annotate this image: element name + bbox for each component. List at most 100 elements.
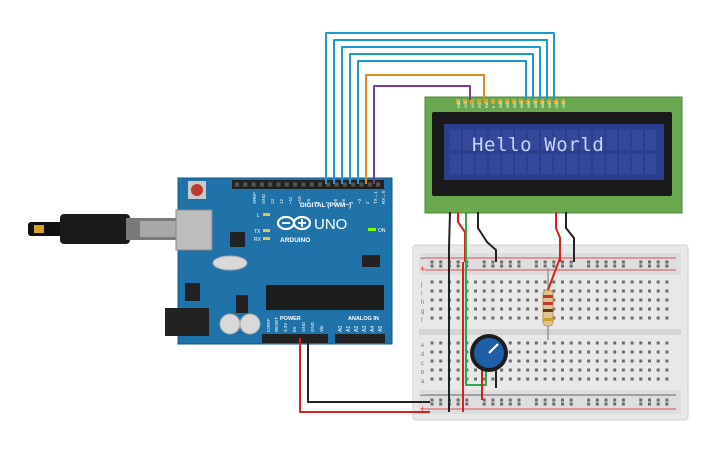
breadboard-hole bbox=[648, 377, 651, 381]
wire-red bbox=[555, 212, 561, 262]
header-hole bbox=[276, 182, 281, 187]
breadboard-hole bbox=[665, 307, 669, 311]
breadboard-hole bbox=[569, 289, 573, 293]
breadboard-hole bbox=[526, 316, 530, 320]
potentiometer[interactable] bbox=[470, 334, 508, 372]
lcd-cell bbox=[476, 154, 487, 174]
breadboard-hole bbox=[604, 350, 608, 354]
breadboard-hole bbox=[665, 316, 669, 320]
breadboard-hole bbox=[648, 316, 651, 320]
rail-hole bbox=[604, 264, 608, 268]
lcd-pin bbox=[512, 99, 516, 104]
digital-pin-label: ~3 bbox=[357, 198, 362, 204]
row-letter-b: b bbox=[421, 370, 425, 376]
lcd-cell bbox=[515, 130, 526, 150]
reset-button[interactable] bbox=[188, 181, 206, 199]
atmega-chip bbox=[266, 285, 384, 310]
power-pin-label: RESET bbox=[274, 317, 279, 332]
breadboard-hole bbox=[569, 359, 573, 363]
breadboard-hole bbox=[587, 316, 591, 320]
rail-hole bbox=[482, 398, 486, 402]
lcd-pin-label: GND bbox=[457, 100, 461, 108]
row-letter-e: e bbox=[421, 343, 425, 349]
lcd-cell bbox=[541, 130, 552, 150]
lcd-pin-label: DB3 bbox=[520, 101, 524, 108]
breadboard-hole bbox=[508, 307, 512, 311]
power-pin-label: 5V bbox=[292, 326, 297, 332]
rail-hole bbox=[456, 398, 460, 402]
rail-hole bbox=[639, 402, 643, 406]
lcd-cell bbox=[632, 130, 643, 150]
rail-hole bbox=[569, 264, 573, 268]
breadboard-hole bbox=[587, 368, 591, 372]
breadboard-hole bbox=[639, 316, 643, 320]
rail-hole bbox=[517, 398, 521, 402]
breadboard-hole bbox=[552, 359, 556, 363]
breadboard-hole bbox=[500, 307, 504, 311]
breadboard-hole bbox=[474, 289, 477, 293]
row-letter-j: j bbox=[420, 282, 422, 288]
rail-hole bbox=[543, 398, 547, 402]
breadboard-hole bbox=[526, 350, 530, 354]
breadboard-hole bbox=[621, 298, 625, 302]
header-hole bbox=[251, 182, 256, 187]
lcd-pin-label: DB6 bbox=[541, 101, 545, 108]
header-hole bbox=[367, 182, 372, 187]
breadboard-hole bbox=[517, 377, 521, 381]
digital-pin-label: 12 bbox=[279, 198, 284, 204]
rail-hole bbox=[595, 264, 599, 268]
breadboard-hole bbox=[500, 289, 504, 293]
rail-hole bbox=[482, 264, 486, 268]
arduino-uno-board: UNO ARDUINO DIGITAL (PWM~) ANALOG IN POW… bbox=[165, 177, 393, 345]
breadboard-hole bbox=[665, 368, 669, 372]
lcd-text: Hello World bbox=[472, 134, 604, 156]
rail-hole bbox=[430, 402, 434, 406]
lcd-character-cells bbox=[450, 130, 656, 174]
header-hole bbox=[235, 182, 239, 187]
digital-pin-label: ~6 bbox=[333, 198, 338, 204]
breadboard-hole bbox=[639, 368, 643, 372]
breadboard-hole bbox=[482, 280, 486, 284]
breadboard-hole bbox=[613, 289, 617, 293]
breadboard-hole bbox=[665, 350, 669, 354]
breadboard-hole bbox=[621, 316, 625, 320]
lcd-pin bbox=[519, 99, 523, 104]
breadboard-hole bbox=[630, 307, 634, 311]
breadboard-hole bbox=[595, 280, 599, 284]
header-hole bbox=[268, 182, 273, 187]
breadboard-hole bbox=[526, 289, 530, 293]
breadboard-hole bbox=[430, 307, 434, 311]
breadboard-hole bbox=[613, 377, 617, 381]
lcd-pin bbox=[498, 99, 502, 104]
rail-hole bbox=[456, 260, 460, 264]
breadboard-hole bbox=[578, 289, 582, 293]
breadboard-hole bbox=[474, 377, 477, 381]
rail-hole bbox=[613, 402, 617, 406]
rail-hole bbox=[491, 402, 495, 406]
rail-hole bbox=[552, 264, 556, 268]
rail-hole bbox=[552, 398, 556, 402]
lcd-pin-labels: GND VCC V0 RS RW E DB0 DB1 DB2 DB3 DB4 D… bbox=[457, 100, 566, 108]
header-hole bbox=[259, 182, 264, 187]
row-letter-d: d bbox=[421, 352, 424, 358]
analog-pin-label: A0 bbox=[338, 326, 344, 332]
header-hole bbox=[284, 182, 289, 187]
lcd-pin bbox=[561, 99, 565, 104]
analog-pin-label: A4 bbox=[370, 326, 376, 332]
rail-hole bbox=[543, 260, 547, 264]
header-hole bbox=[326, 182, 331, 187]
breadboard-hole bbox=[526, 307, 530, 311]
rail-hole bbox=[561, 260, 564, 264]
lcd-cell bbox=[593, 130, 604, 150]
rail-hole bbox=[482, 260, 486, 264]
breadboard-hole bbox=[587, 289, 591, 293]
breadboard-hole bbox=[456, 341, 460, 345]
breadboard-hole bbox=[639, 280, 643, 284]
lcd-cell bbox=[619, 130, 630, 150]
breadboard-hole bbox=[534, 280, 538, 284]
rail-hole bbox=[534, 260, 538, 264]
lcd-pin bbox=[554, 99, 558, 104]
rx-led bbox=[263, 237, 270, 240]
lcd-cell bbox=[632, 154, 643, 174]
